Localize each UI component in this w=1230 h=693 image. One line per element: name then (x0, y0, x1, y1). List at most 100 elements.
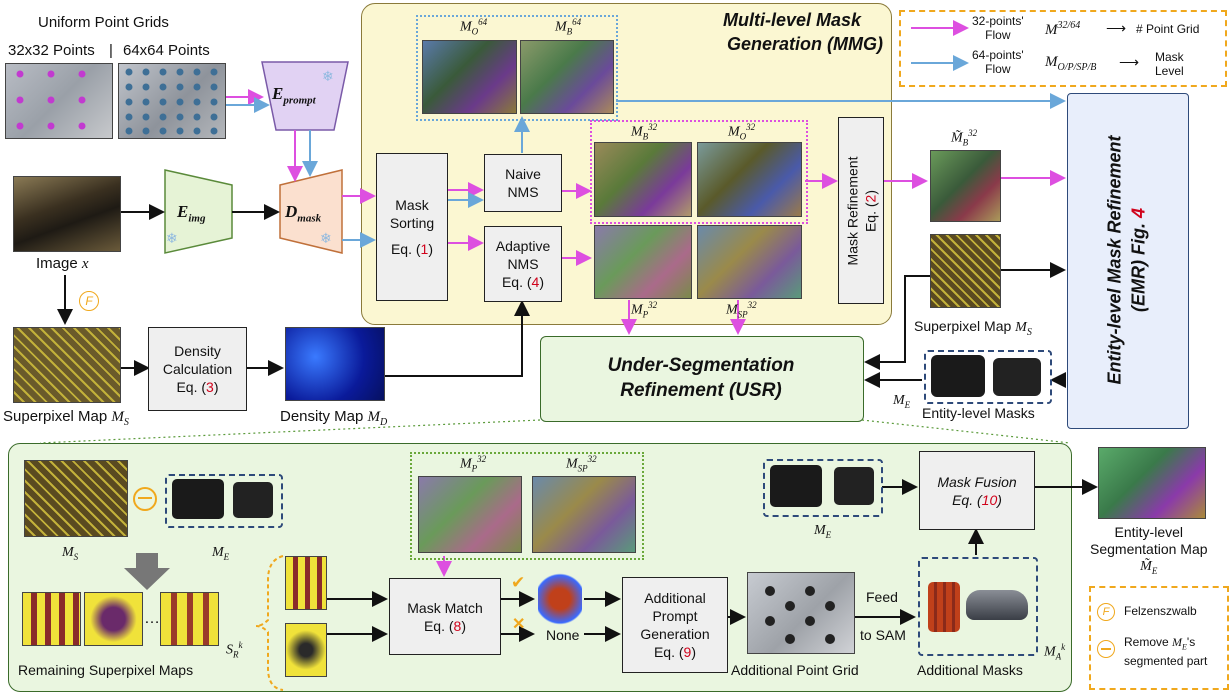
mask-o32-label: MO32 (728, 122, 756, 142)
usr-title: Under-Segmentation Refinement (USR) (607, 355, 795, 401)
grid-64-image (118, 63, 226, 139)
mask-fusion-box: Mask Fusion Eq. (10) (919, 451, 1035, 530)
mask-refinement-box: Mask Refinement Eq. (2) (838, 117, 884, 304)
superpixel-left-label: Superpixel Map MS (3, 408, 129, 428)
mask-o64-label: MO64 (460, 17, 488, 37)
grid-sep: | (109, 42, 113, 59)
mask-sorting-box: Mask Sorting Eq. (1) (376, 153, 448, 301)
check-icon: ✔ (511, 573, 526, 592)
superpixel-map-right (930, 234, 1001, 308)
legend-grid-key: M32/64 (1045, 20, 1081, 38)
bottom-p32-label: MP32 (460, 454, 487, 474)
grid-64-label: 64x64 Points (123, 42, 210, 59)
btilde-image (930, 150, 1001, 222)
felzenszwalb-badge: F (79, 291, 99, 311)
mak-label: MAk (1044, 642, 1066, 662)
density-calculation-box: Density Calculation Eq. (3) (148, 327, 247, 411)
legend2-box (1089, 586, 1229, 690)
legend-box (899, 10, 1227, 87)
mask-b64-image (520, 40, 614, 114)
legend-64-flow: 64-points'Flow (972, 48, 1024, 76)
bottom-superpixel-map (24, 460, 128, 537)
mask-match-box: Mask Match Eq. (8) (389, 578, 501, 655)
mmg-title-2: Generation (MMG) (727, 34, 883, 54)
entity-mask-2 (993, 358, 1041, 396)
matched-mask (538, 573, 582, 625)
image-label: Image x (36, 255, 89, 272)
mask-p32-image (594, 225, 692, 299)
feed-label-1: Feed (866, 589, 898, 605)
legend-minus-icon (1097, 640, 1115, 658)
apg-points (765, 586, 835, 644)
mask-sp32-label: MSP32 (726, 300, 757, 320)
remaining-map-2 (84, 592, 143, 646)
down-arrow-shape (124, 553, 170, 590)
cross-icon: ✕ (512, 616, 526, 633)
output-label: Entity-level Segmentation Map M̃E (1090, 524, 1208, 576)
d-mask-shape (279, 169, 343, 254)
legend-32-flow: 32-points'Flow (972, 14, 1024, 42)
apg-point-grid-image (747, 572, 855, 654)
apg-grid-label: Additional Point Grid (731, 662, 859, 678)
bottom-me-label: ME (212, 545, 230, 562)
density-map-label: Density Map MD (280, 408, 388, 428)
mask-o64-image (422, 40, 517, 114)
crop-2 (285, 623, 327, 677)
additional-mask-2 (966, 590, 1028, 620)
none-label: None (546, 627, 580, 643)
legend-level-arrow: ⟶ (1119, 54, 1140, 70)
svg-text:❄: ❄ (166, 230, 178, 246)
mask-b64-label: MB64 (555, 17, 582, 37)
remaining-map-3 (160, 592, 219, 646)
fusion-me-label: ME (814, 523, 832, 540)
svg-text:❄: ❄ (320, 230, 332, 246)
bottom-ms-label: MS (62, 545, 79, 562)
mask-sp32-image (697, 225, 802, 299)
mask-o32-image (697, 142, 802, 217)
output-segmentation-map (1098, 447, 1206, 519)
btilde-label: M̃B32 (951, 128, 978, 148)
grid-32-image (5, 63, 113, 139)
e-prompt-label: Eprompt (272, 84, 316, 107)
legend-f-desc: Felzenszwalb (1124, 604, 1197, 618)
density-map (285, 327, 385, 401)
crop-1 (285, 556, 327, 610)
bottom-psp-group (410, 452, 644, 560)
e-img-label: Eimg (177, 202, 206, 225)
legend-f-badge: F (1097, 603, 1115, 621)
adaptive-nms-box: Adaptive NMS Eq. (4) (484, 226, 562, 302)
entity-masks-group (924, 350, 1052, 404)
fusion-me-mask-2 (834, 467, 874, 505)
fusion-me-mask-1 (770, 465, 822, 507)
srk-label: SRk (226, 640, 243, 660)
e-img-shape (164, 169, 233, 254)
grid-32-label: 32x32 Points (8, 42, 95, 59)
legend-grid-desc: # Point Grid (1136, 22, 1200, 36)
grid-64-points (125, 68, 218, 135)
mask-64-group (416, 15, 618, 121)
input-image (13, 176, 121, 252)
grid-32-points (16, 70, 86, 130)
bottom-me-mask-1 (172, 479, 224, 519)
remaining-label: Remaining Superpixel Maps (18, 662, 194, 678)
fusion-me-group (763, 459, 883, 517)
superpixel-right-label: Superpixel Map MS (914, 318, 1032, 338)
entity-masks-var: ME (893, 393, 911, 410)
legend-level-key: MO/P/SP/B (1045, 54, 1097, 73)
apg-box: Additional Prompt Generation Eq. (9) (622, 577, 728, 673)
entity-masks-label: Entity-level Masks (922, 405, 1035, 421)
d-mask-label: Dmask (285, 202, 322, 225)
emr-title: Entity-level Mask Refinement (EMR) Fig. … (1105, 135, 1150, 385)
e-prompt-shape (261, 61, 349, 131)
bottom-sp32-image (532, 476, 636, 553)
mmg-title-1: Multi-level Mask (723, 10, 862, 30)
additional-masks-label: Additional Masks (917, 662, 1023, 678)
bottom-me-mask-2 (233, 482, 273, 518)
remaining-map-1 (22, 592, 81, 646)
legend-minus-desc: Remove ME's segmented part (1124, 635, 1208, 669)
usr-box (540, 336, 864, 422)
additional-mask-1 (928, 582, 960, 632)
superpixel-map-left (13, 327, 121, 403)
